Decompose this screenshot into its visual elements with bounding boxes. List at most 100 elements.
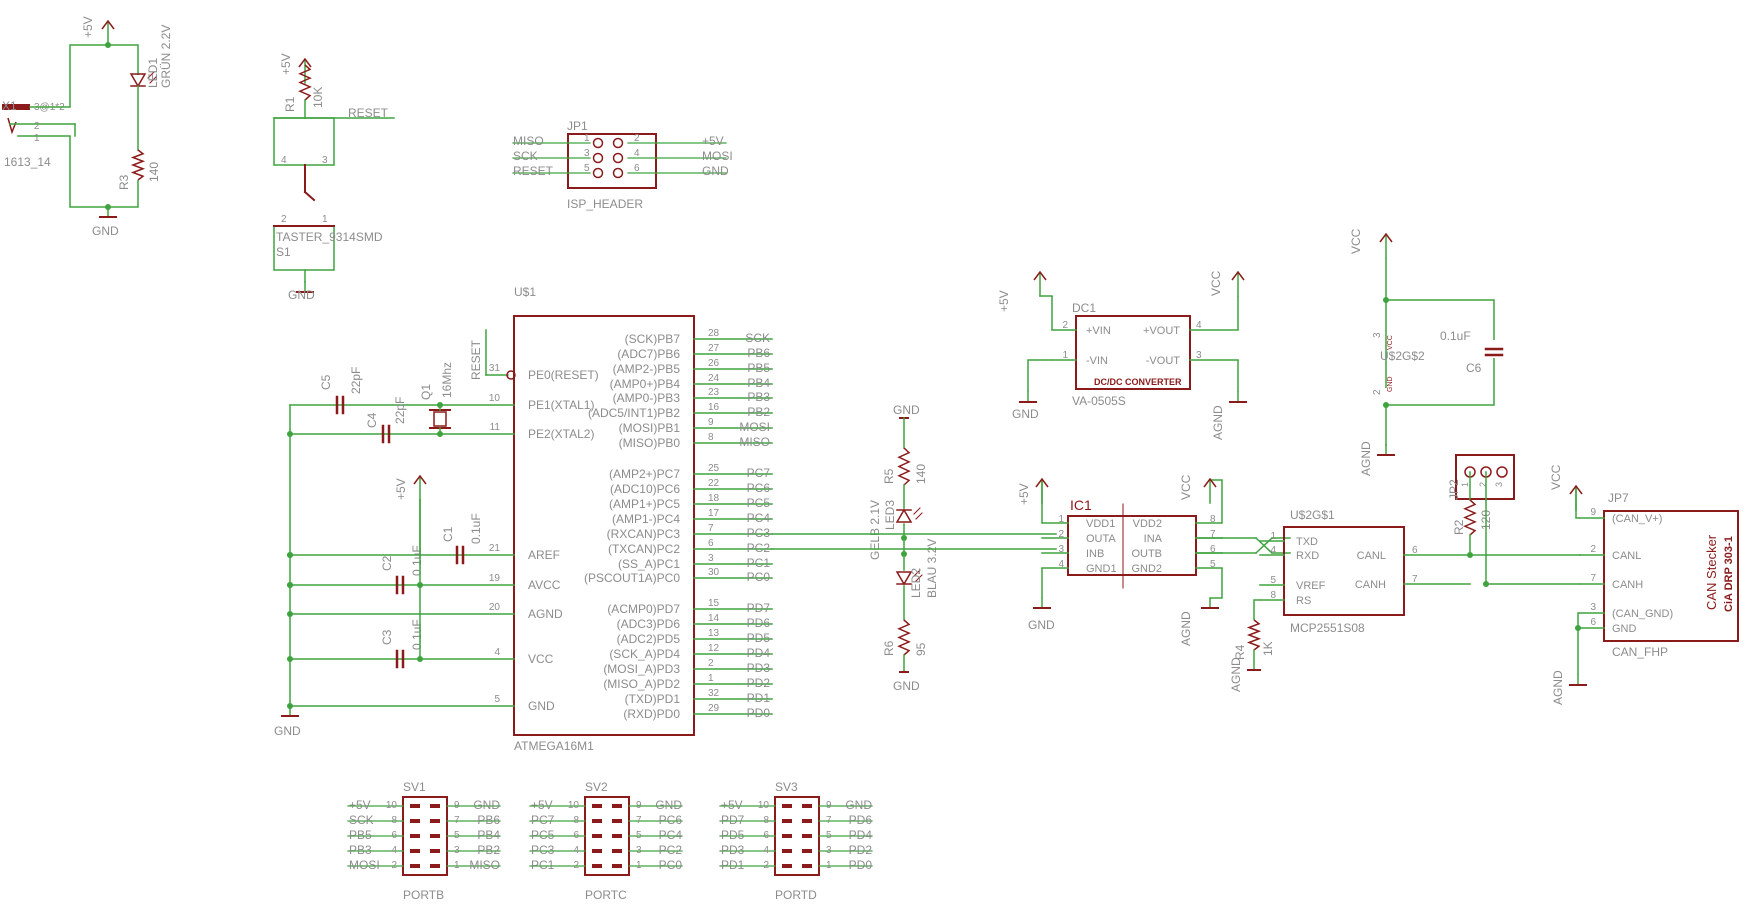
mcu-right-pin-num: 29 <box>708 703 720 714</box>
header-left-net: +5V <box>349 798 371 812</box>
header-outline <box>402 796 448 876</box>
header-left-num: 2 <box>573 860 579 871</box>
mcu-right-pin-label: (RXCAN)PC3 <box>607 527 681 541</box>
mcu-right-net: PD3 <box>747 661 771 675</box>
header-left-num: 2 <box>763 860 769 871</box>
header-pin-icon <box>612 834 622 838</box>
r2-name: R2 <box>1452 519 1466 535</box>
s1-value: TASTER_9314SMD <box>276 230 383 244</box>
dcdc-pin-label: +VIN <box>1086 325 1111 337</box>
header-right-num: 7 <box>826 815 832 826</box>
header-right-net: PD0 <box>849 858 873 872</box>
mcu-outline <box>513 315 695 736</box>
isolator-vcc-left: +5V <box>1017 483 1031 505</box>
header-pin-icon <box>410 849 420 853</box>
supply-arrow-icon <box>298 57 312 68</box>
x1-pin1: 1 <box>34 133 40 144</box>
mcu-right-pin-num: 7 <box>708 523 714 534</box>
jp2-pin1: 1 <box>1460 482 1470 487</box>
header-right-net: GND <box>473 798 500 812</box>
connector-pin-num: 9 <box>1590 507 1596 518</box>
c5-value: 22pF <box>349 367 363 394</box>
isolator-vcc-wire <box>1210 479 1223 523</box>
mcu-right-net: PD1 <box>747 691 771 705</box>
mcu-right-pin-label: (AMP1-)PC4 <box>612 512 680 526</box>
dcdc-gnd-right: AGND <box>1211 405 1225 440</box>
transceiver-left-label: VREF <box>1296 580 1326 592</box>
header-pin-icon <box>612 864 622 868</box>
junction-dot <box>437 431 443 437</box>
header-left-num: 10 <box>568 800 580 811</box>
s1-pin4: 4 <box>281 155 287 166</box>
mcu-right-pin-label: (MISO_A)PD2 <box>603 677 680 691</box>
mcu-left-pin-label: PE0(RESET) <box>528 368 599 382</box>
junction-dot <box>437 402 443 408</box>
c4-value: 22pF <box>393 397 407 424</box>
jp2-pin-icon <box>1496 466 1508 478</box>
mcu-left-pin-num: 21 <box>489 543 501 554</box>
transceiver-left-num: 4 <box>1270 545 1276 556</box>
dcdc-subtitle: DC/DC CONVERTER <box>1094 377 1182 387</box>
mcu-right-net: MISO <box>739 435 770 449</box>
mcu-right-pin-label: (ADC10)PC6 <box>610 482 680 496</box>
isolator-vcc-right: VCC <box>1179 474 1193 500</box>
header-pin-icon <box>430 834 440 838</box>
header-pin-icon <box>410 834 420 838</box>
mcu-right-pin-num: 23 <box>708 387 720 398</box>
isolator-outline <box>1067 515 1197 576</box>
c2-name: C2 <box>380 555 394 571</box>
header-right-net: PB6 <box>477 813 500 827</box>
transceiver-right-num: 7 <box>1412 574 1418 585</box>
connector-name: JP7 <box>1608 491 1629 505</box>
supply-arrow-icon <box>1569 484 1583 495</box>
mcu-right-pin-num: 2 <box>708 658 714 669</box>
header-right-net: PC4 <box>659 828 683 842</box>
supply-pin3: 3 <box>1372 332 1383 338</box>
header-left-num: 2 <box>391 860 397 871</box>
connector-pin-num: 6 <box>1590 617 1596 628</box>
transceiver-value: MCP2551S08 <box>1290 621 1365 635</box>
transceiver-left-label: RXD <box>1296 550 1319 562</box>
mcu-right-net: PD5 <box>747 631 771 645</box>
supply-gnd-pin: GND <box>1387 376 1394 392</box>
mcu-reset-pin-icon <box>506 370 516 380</box>
isp-left-net: RESET <box>513 164 554 178</box>
transceiver-left-num: 1 <box>1270 531 1276 542</box>
isp-left-pin: 1 <box>584 133 590 144</box>
header-pin-icon <box>802 849 812 853</box>
isp-left-pin: 3 <box>584 148 590 159</box>
gnd-net-wire <box>69 136 139 208</box>
header-pin-icon <box>430 819 440 823</box>
supply-arrow-icon <box>1035 477 1049 488</box>
mcu-right-net: PC4 <box>747 511 771 525</box>
led-light-icon <box>913 507 921 515</box>
header-pin-icon <box>612 804 622 808</box>
isolator-right-label: INA <box>1144 533 1163 545</box>
mcu-right-net: PC5 <box>747 496 771 510</box>
header-left-net: MOSI <box>349 858 380 872</box>
header-pin-icon <box>782 804 792 808</box>
mcu-right-pin-num: 27 <box>708 343 720 354</box>
mcu-right-pin-num: 13 <box>708 628 720 639</box>
isp-right-pin: 2 <box>634 133 640 144</box>
header-pin-icon <box>782 864 792 868</box>
header-right-net: GND <box>845 798 872 812</box>
header-left-num: 10 <box>758 800 770 811</box>
resistor-symbol <box>897 619 911 656</box>
header-left-num: 8 <box>391 815 397 826</box>
c4-name: C4 <box>365 412 379 428</box>
mcu-right-pin-label: (ADC3)PD6 <box>617 617 681 631</box>
mcu-reset-net: RESET <box>469 339 483 380</box>
connector-pin-num: 3 <box>1590 602 1596 613</box>
header-left-num: 8 <box>763 815 769 826</box>
mcu-right-pin-num: 9 <box>708 417 714 428</box>
jp2-name: JP2 <box>1447 479 1461 500</box>
mcu-right-pin-num: 18 <box>708 493 720 504</box>
led2-value: BLAU 3.2V <box>925 539 939 598</box>
header-pin-icon <box>802 834 812 838</box>
reset-vcc-label: +5V <box>279 53 293 75</box>
connector-value: CAN_FHP <box>1612 645 1668 659</box>
header-right-net: PB4 <box>477 828 500 842</box>
mcu-right-pin-label: (AMP2-)PB5 <box>613 362 681 376</box>
dcdc-pin-num: 1 <box>1062 350 1068 361</box>
